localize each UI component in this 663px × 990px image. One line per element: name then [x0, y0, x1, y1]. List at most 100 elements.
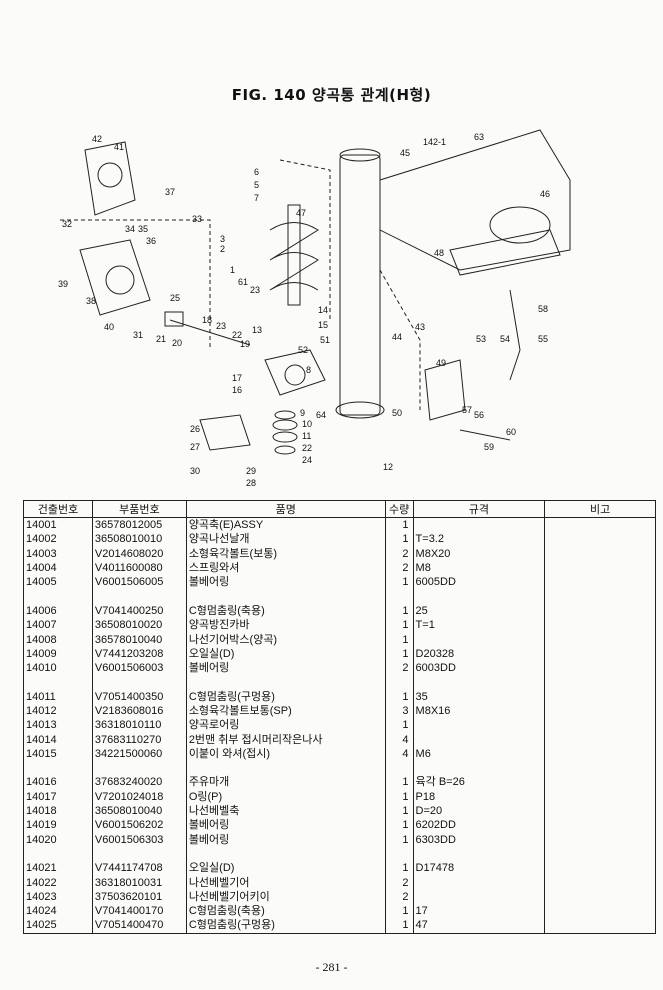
callout: 39 — [58, 279, 68, 289]
callout: 27 — [190, 442, 200, 452]
cell-spec — [412, 675, 546, 690]
cell-remarks — [544, 861, 656, 876]
cell-quantity: 1 — [384, 517, 414, 533]
cell-part-name: 주유마개 — [185, 775, 386, 790]
cell-drawing-no: 14008 — [23, 632, 93, 647]
cell-part-no: V7201024018 — [91, 789, 187, 804]
cell-part-no: 36318010110 — [91, 718, 187, 733]
cell-spec: P18 — [412, 789, 546, 804]
callout: 49 — [436, 358, 446, 368]
callout: 7 — [254, 193, 259, 203]
cell-spec: M6 — [412, 746, 546, 762]
cell-part-no: V7051400350 — [91, 689, 187, 704]
cell-spec: 6003DD — [412, 660, 546, 676]
cell-part-name: C형멈춤링(축용) — [185, 603, 386, 619]
cell-quantity — [384, 589, 414, 604]
cell-spec — [412, 718, 546, 733]
callout: 23 — [216, 321, 226, 331]
callout: 64 — [316, 410, 326, 420]
col-header-part-no: 부품번호 — [91, 500, 187, 518]
cell-part-name: 양곡로어링 — [185, 718, 386, 733]
cell-spec — [412, 846, 546, 862]
cell-quantity: 1 — [384, 861, 414, 876]
cell-quantity: 2 — [384, 875, 414, 890]
col-header-part-name: 품명 — [185, 500, 386, 518]
cell-remarks — [544, 618, 656, 633]
callout: 22 — [302, 443, 312, 453]
cell-drawing-no: 14010 — [23, 660, 93, 676]
cell-spec: M8X20 — [412, 546, 546, 561]
callout: 36 — [146, 236, 156, 246]
callout: 9 — [300, 408, 305, 418]
cell-part-no: V4011600080 — [91, 560, 187, 576]
cell-part-no: V7051400470 — [91, 918, 187, 934]
callout-labels: 42 41 37 32 33 34 35 36 3 2 1 6 5 7 47 4… — [58, 132, 550, 488]
cell-part-no — [91, 761, 187, 776]
table-row — [23, 589, 656, 604]
cell-part-no: 36508010010 — [91, 532, 187, 547]
callout: 142-1 — [423, 137, 446, 147]
callout: 11 — [302, 431, 311, 441]
cell-spec — [412, 875, 546, 890]
cell-quantity: 1 — [384, 603, 414, 619]
callout: 8 — [306, 365, 311, 375]
callout: 58 — [538, 304, 548, 314]
callout: 60 — [506, 427, 516, 437]
cell-drawing-no: 14015 — [23, 746, 93, 762]
cell-remarks — [544, 846, 656, 862]
cell-remarks — [544, 589, 656, 604]
cell-part-name: 나선베벨기어 — [185, 875, 386, 890]
cell-drawing-no: 14021 — [23, 861, 93, 876]
callout: 38 — [86, 296, 96, 306]
callout: 33 — [192, 214, 202, 224]
cell-part-name: 오일실(D) — [185, 861, 386, 876]
cell-part-name: C형멈춤링(축용) — [185, 904, 386, 919]
cell-drawing-no: 14003 — [23, 546, 93, 561]
cell-quantity: 1 — [384, 575, 414, 590]
cell-part-name: 양곡나선날개 — [185, 532, 386, 547]
callout: 47 — [296, 208, 306, 218]
cell-part-no — [91, 589, 187, 604]
callout: 55 — [538, 334, 548, 344]
cell-remarks — [544, 746, 656, 762]
cell-part-name: 볼베어링 — [185, 575, 386, 590]
cell-remarks — [544, 517, 656, 533]
cell-part-name: 양곡방진카바 — [185, 618, 386, 633]
cell-part-no: V6001506005 — [91, 575, 187, 590]
col-header-drawing-no: 건출번호 — [23, 500, 93, 518]
callout: 43 — [415, 322, 425, 332]
cell-spec: 육각 B=26 — [412, 775, 546, 790]
cell-spec: M8X16 — [412, 703, 546, 719]
cell-part-no: 37503620101 — [91, 889, 187, 905]
callout: 19 — [240, 339, 250, 349]
cell-drawing-no: 14011 — [23, 689, 93, 704]
callout: 6 — [254, 167, 259, 177]
cell-quantity: 1 — [384, 832, 414, 847]
cell-drawing-no — [23, 761, 93, 776]
cell-drawing-no: 14019 — [23, 818, 93, 833]
cell-quantity — [384, 675, 414, 690]
callout: 14 — [318, 305, 328, 315]
cell-drawing-no — [23, 846, 93, 862]
cell-drawing-no — [23, 589, 93, 604]
callout: 13 — [252, 325, 262, 335]
cell-part-name: C형멈춤링(구멍용) — [185, 689, 386, 704]
cell-remarks — [544, 789, 656, 804]
cell-part-no — [91, 675, 187, 690]
cell-remarks — [544, 818, 656, 833]
callout: 17 — [232, 373, 242, 383]
callout: 20 — [172, 338, 182, 348]
callout: 26 — [190, 424, 200, 434]
cell-part-name: O링(P) — [185, 789, 386, 804]
callout: 12 — [383, 462, 393, 472]
callout: 53 — [476, 334, 486, 344]
cell-part-no: 37683240020 — [91, 775, 187, 790]
cell-remarks — [544, 803, 656, 819]
cell-quantity: 2 — [384, 660, 414, 676]
